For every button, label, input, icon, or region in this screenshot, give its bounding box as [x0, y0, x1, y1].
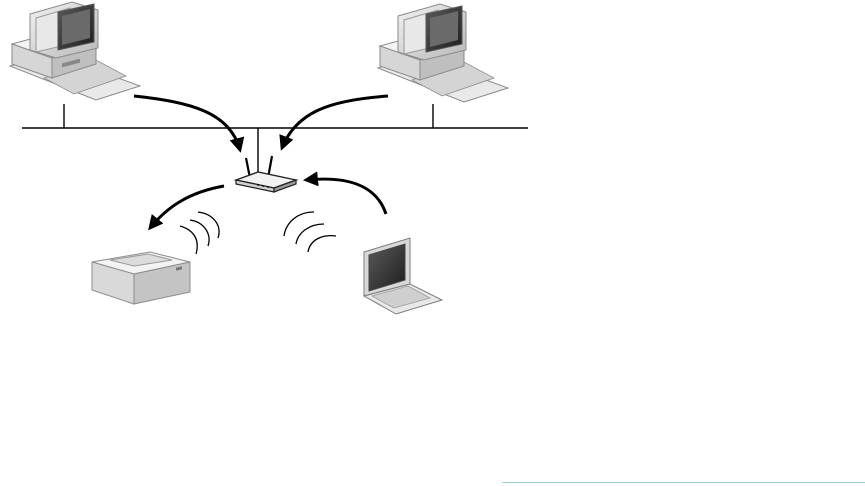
- wireless-waves-laptop: [284, 212, 336, 252]
- wireless-router-icon: [236, 156, 296, 192]
- desktop-computer-icon-right: [378, 4, 508, 102]
- laptop-icon: [364, 238, 442, 314]
- bottom-rule: [502, 482, 865, 483]
- printer-icon: [92, 252, 190, 304]
- arrow-router-to-printer: [150, 186, 224, 228]
- wireless-waves-printer: [180, 212, 219, 254]
- arrow-right-pc-to-router: [282, 96, 388, 148]
- desktop-computer-icon-left: [10, 2, 140, 100]
- arrow-left-pc-to-router: [134, 96, 240, 150]
- arrow-laptop-to-router: [306, 179, 386, 214]
